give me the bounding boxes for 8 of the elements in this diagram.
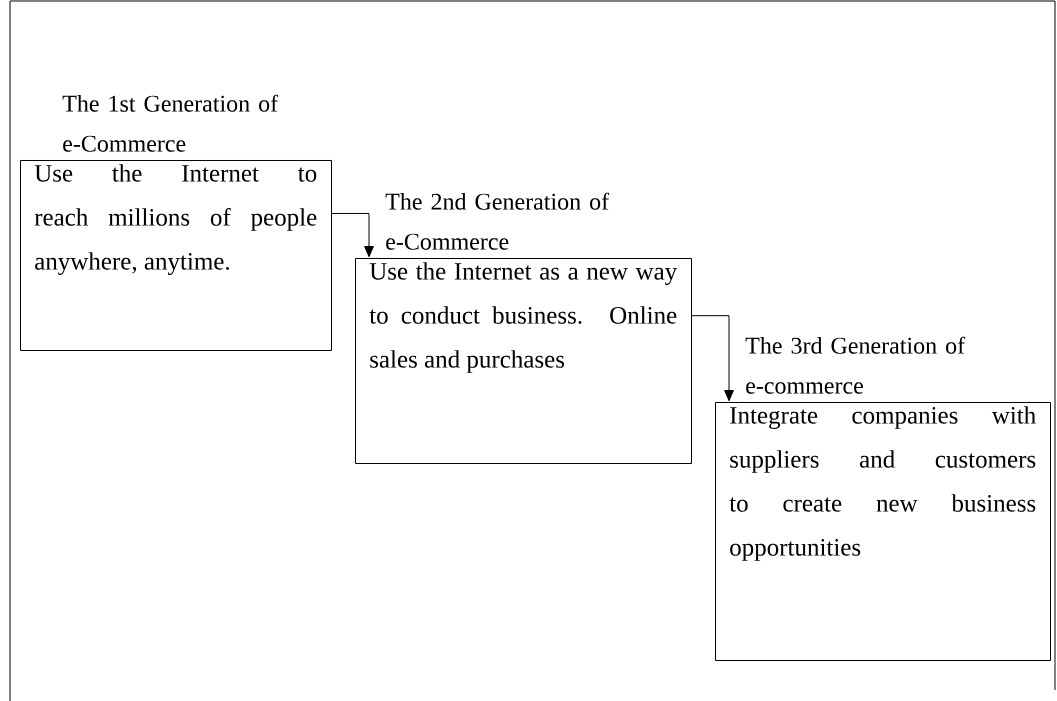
process-box: Use the Internet to reach millions of people anywhere, anytime. <box>20 160 332 351</box>
generation-heading: The 3rd Generation of e-commerce <box>745 336 966 394</box>
arrow <box>691 315 734 402</box>
arrow <box>331 213 374 258</box>
process-box: Integrate companies with suppliers and customers to create new business opportunities <box>715 402 1051 661</box>
generation-heading: The 1st Generation of e-Commerce <box>62 94 279 152</box>
generation-heading: The 2nd Generation of e-Commerce <box>385 192 610 250</box>
process-box: Use the Internet as a new way to conduct business. Online sales and purchases <box>355 258 692 464</box>
